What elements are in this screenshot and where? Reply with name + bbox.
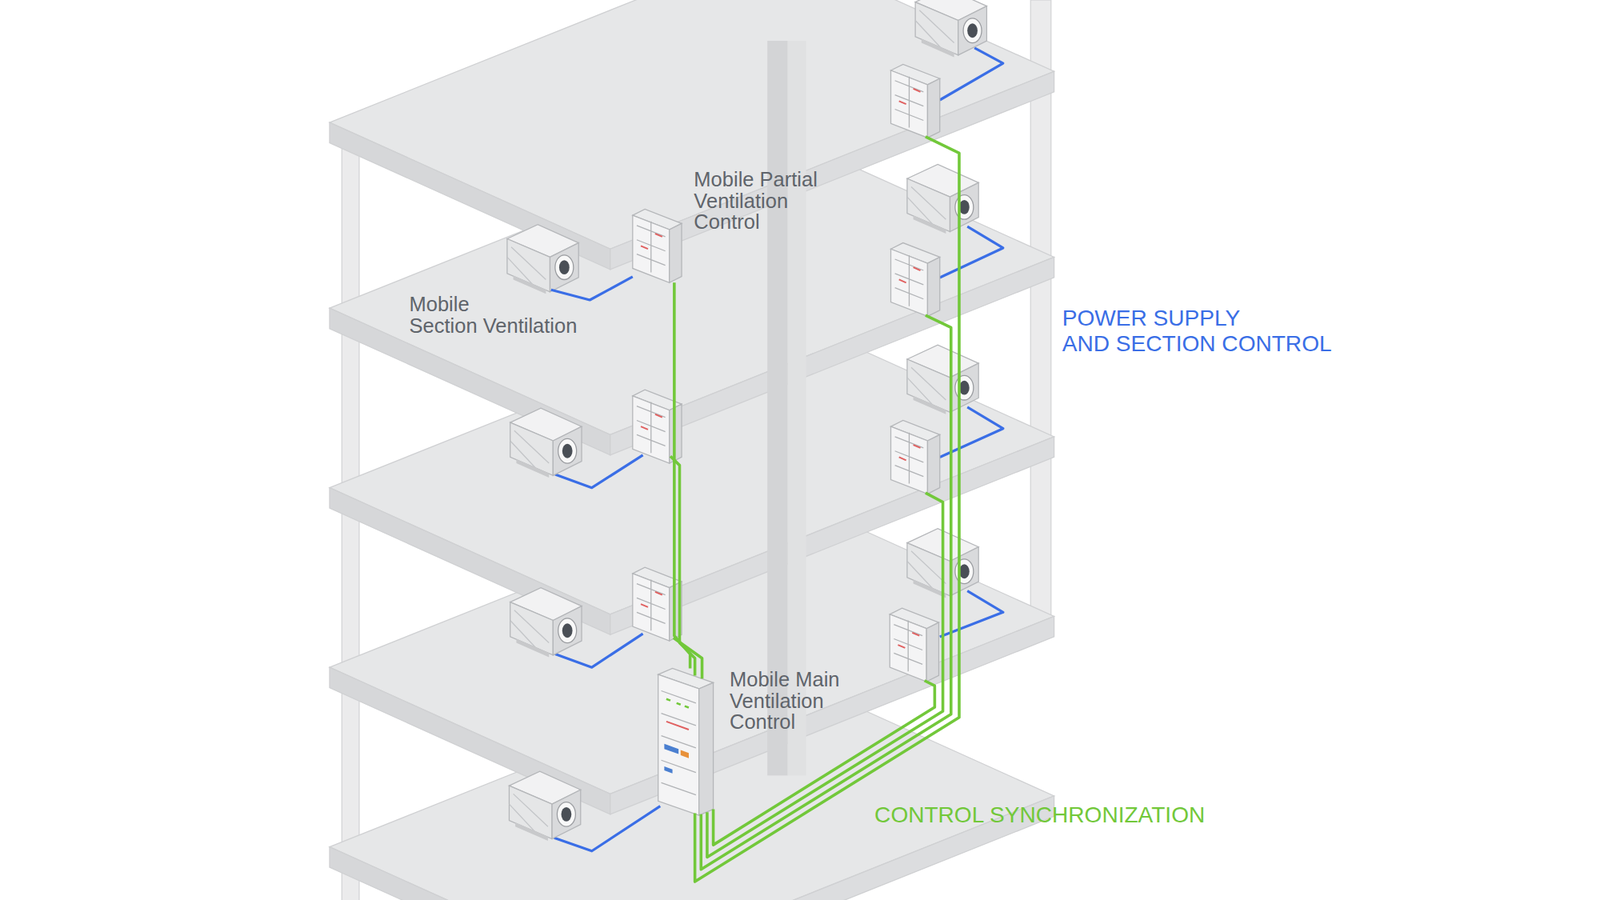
device-node: Mobile Main Ventilation Control — [658, 668, 714, 816]
control-box — [891, 243, 940, 317]
fan-unit — [915, 0, 987, 57]
power-wire — [940, 591, 1004, 637]
power-connector — [551, 276, 633, 300]
devices — [507, 0, 987, 841]
device-label: Mobile Main Ventilation Control — [729, 669, 852, 732]
fan-unit — [508, 771, 580, 841]
core-face — [767, 40, 788, 776]
device-label: Mobile Partial Ventilation Control — [693, 169, 832, 232]
fan-unit — [510, 408, 582, 478]
power-wire — [940, 407, 1004, 458]
device-label: Mobile Section Ventilation — [408, 293, 593, 336]
sync-wire — [673, 637, 703, 679]
fan-unit — [510, 588, 582, 658]
device-node: Mobile Partial Ventilation Control — [632, 208, 682, 283]
control-box — [891, 64, 940, 138]
power-wire — [940, 226, 1004, 278]
core-face — [788, 40, 807, 776]
control-box — [632, 567, 682, 641]
sync-wire — [700, 315, 952, 870]
core — [767, 40, 806, 776]
power-wire — [940, 48, 1004, 100]
control-box — [891, 420, 940, 495]
fan-unit — [907, 164, 979, 234]
main-cabinet — [658, 668, 714, 816]
sync-connector — [674, 282, 691, 668]
slabs — [329, 0, 1055, 900]
control-box — [632, 208, 682, 283]
sync-wires — [670, 136, 960, 882]
line-meaning-caption: CONTROL SYNCHRONIZATION — [874, 802, 1304, 828]
control-box — [632, 389, 682, 464]
slab-edge — [329, 847, 611, 900]
device-node: Mobile Section Ventilation — [504, 216, 582, 294]
fan-unit — [507, 224, 579, 295]
control-box — [889, 608, 939, 682]
line-meaning-caption: POWER SUPPLY AND SECTION CONTROL — [1062, 304, 1340, 356]
sync-wire — [695, 136, 960, 882]
fan-unit — [907, 344, 979, 415]
